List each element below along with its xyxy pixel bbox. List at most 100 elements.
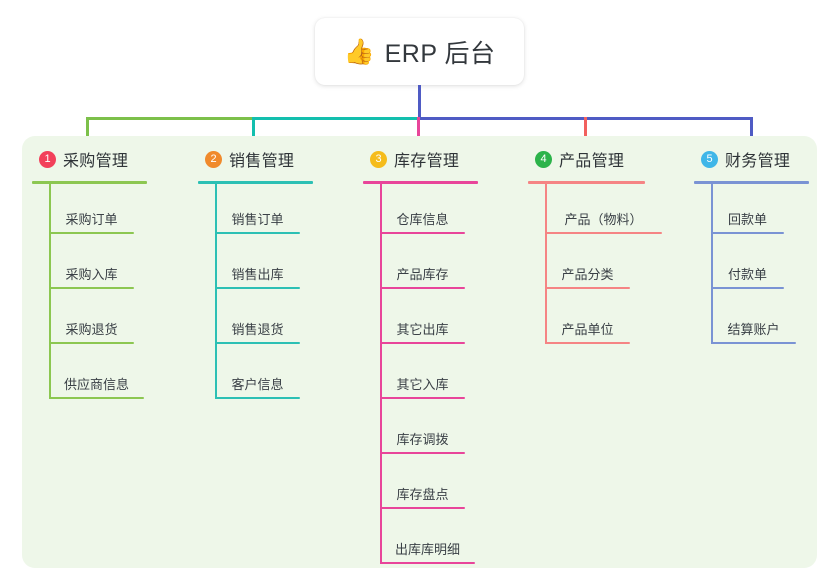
column-spine-sales [215, 181, 217, 399]
leaf-rule [380, 232, 465, 234]
leaf-rule [545, 287, 630, 289]
connector-drop-teal [252, 117, 255, 138]
connector-drop-green [86, 117, 89, 138]
column-spine-finance [711, 181, 713, 344]
column-title-inventory: 库存管理 [394, 153, 460, 170]
leaf-label: 库存盘点 [396, 487, 449, 502]
column-spine-product [545, 181, 547, 344]
column-badge-product: 4 [535, 150, 552, 168]
column-inventory: 3 库存管理仓库信息产品库存其它出库其它入库库存调拨库存盘点出库库明细 [353, 148, 513, 564]
leaf-rule [711, 287, 784, 289]
column-finance: 5 财务管理回款单付款单结算账户 [684, 148, 839, 344]
leaf-item[interactable]: 回款单 [711, 203, 784, 234]
leaf-label: 产品（物料） [564, 212, 643, 227]
leaf-label: 结算账户 [727, 322, 780, 337]
column-header-purchase[interactable]: 1 采购管理 [22, 148, 182, 170]
leaf-rule [380, 507, 465, 509]
leaf-label: 产品单位 [561, 322, 614, 337]
leaf-rule [380, 452, 465, 454]
leaf-item[interactable]: 库存调拨 [380, 423, 465, 454]
leaf-label: 销售出库 [231, 267, 284, 282]
leaf-item[interactable]: 其它入库 [380, 368, 465, 399]
column-header-finance[interactable]: 5 财务管理 [684, 148, 839, 170]
leaf-rule [380, 287, 465, 289]
connector-bar-teal [252, 117, 418, 120]
leaf-label: 付款单 [727, 267, 767, 282]
leaf-label: 采购入库 [65, 267, 118, 282]
column-badge-purchase: 1 [39, 150, 56, 168]
leaf-item[interactable]: 销售退货 [215, 313, 300, 344]
leaf-label: 采购退货 [65, 322, 118, 337]
leaf-item[interactable]: 销售订单 [215, 203, 300, 234]
column-rule-inventory [363, 181, 478, 184]
leaf-item[interactable]: 采购订单 [49, 203, 134, 234]
leaf-label: 产品库存 [396, 267, 449, 282]
leaf-label: 库存调拨 [396, 432, 449, 447]
leaf-item[interactable]: 客户信息 [215, 368, 300, 399]
leaf-item[interactable]: 产品（物料） [545, 203, 662, 234]
connector-bar-green [86, 117, 253, 120]
thumbs-up-icon: 👍 [343, 38, 375, 66]
leaf-rule [711, 342, 796, 344]
connector-drop-pink [417, 117, 420, 138]
leaf-rule [49, 397, 144, 399]
leaf-item[interactable]: 产品库存 [380, 258, 465, 289]
column-title-finance: 财务管理 [725, 153, 791, 170]
leaf-label: 出库库明细 [394, 542, 460, 557]
leaf-item[interactable]: 库存盘点 [380, 478, 465, 509]
leaf-rule [215, 287, 300, 289]
leaf-rule [380, 562, 475, 564]
leaf-label: 其它入库 [396, 377, 449, 392]
column-rule-purchase [32, 181, 147, 184]
leaf-rule [215, 232, 300, 234]
leaf-rule [545, 232, 662, 234]
column-purchase: 1 采购管理采购订单采购入库采购退货供应商信息 [22, 148, 182, 399]
column-spine-purchase [49, 181, 51, 399]
connector-drop-blue [750, 117, 753, 138]
leaf-rule [215, 342, 300, 344]
leaf-item[interactable]: 供应商信息 [49, 368, 144, 399]
column-badge-inventory: 3 [370, 150, 387, 168]
column-badge-sales: 2 [205, 150, 222, 168]
column-rule-sales [198, 181, 313, 184]
leaf-label: 其它出库 [396, 322, 449, 337]
leaf-rule [49, 342, 134, 344]
leaf-rule [49, 287, 134, 289]
connector-drop-red [584, 117, 587, 138]
leaf-item[interactable]: 仓库信息 [380, 203, 465, 234]
column-header-sales[interactable]: 2 销售管理 [188, 148, 348, 170]
leaf-item[interactable]: 产品分类 [545, 258, 630, 289]
column-badge-finance: 5 [701, 150, 718, 168]
column-rule-product [528, 181, 645, 184]
leaf-label: 销售退货 [231, 322, 284, 337]
leaf-item[interactable]: 产品单位 [545, 313, 630, 344]
column-spine-inventory [380, 181, 382, 564]
leaf-label: 客户信息 [231, 377, 284, 392]
column-rule-finance [694, 181, 809, 184]
column-header-inventory[interactable]: 3 库存管理 [353, 148, 513, 170]
leaf-rule [49, 232, 134, 234]
leaf-item[interactable]: 其它出库 [380, 313, 465, 344]
root-title: ERP 后台 [384, 39, 496, 68]
diagram-panel: 1 采购管理采购订单采购入库采购退货供应商信息 2 销售管理销售订单销售出库销售退货客… [22, 136, 817, 568]
leaf-rule [711, 232, 784, 234]
leaf-label: 仓库信息 [396, 212, 449, 227]
column-title-sales: 销售管理 [229, 153, 295, 170]
leaf-label: 采购订单 [65, 212, 118, 227]
column-title-purchase: 采购管理 [63, 153, 129, 170]
leaf-item[interactable]: 销售出库 [215, 258, 300, 289]
leaf-label: 销售订单 [231, 212, 284, 227]
leaf-rule [215, 397, 300, 399]
connector-trunk [418, 85, 421, 120]
leaf-item[interactable]: 采购入库 [49, 258, 134, 289]
leaf-item[interactable]: 付款单 [711, 258, 784, 289]
leaf-item[interactable]: 结算账户 [711, 313, 796, 344]
leaf-label: 供应商信息 [63, 377, 129, 392]
root-node[interactable]: 👍 ERP 后台 [315, 18, 524, 85]
leaf-label: 回款单 [727, 212, 767, 227]
leaf-item[interactable]: 出库库明细 [380, 533, 475, 564]
leaf-item[interactable]: 采购退货 [49, 313, 134, 344]
leaf-label: 产品分类 [561, 267, 614, 282]
